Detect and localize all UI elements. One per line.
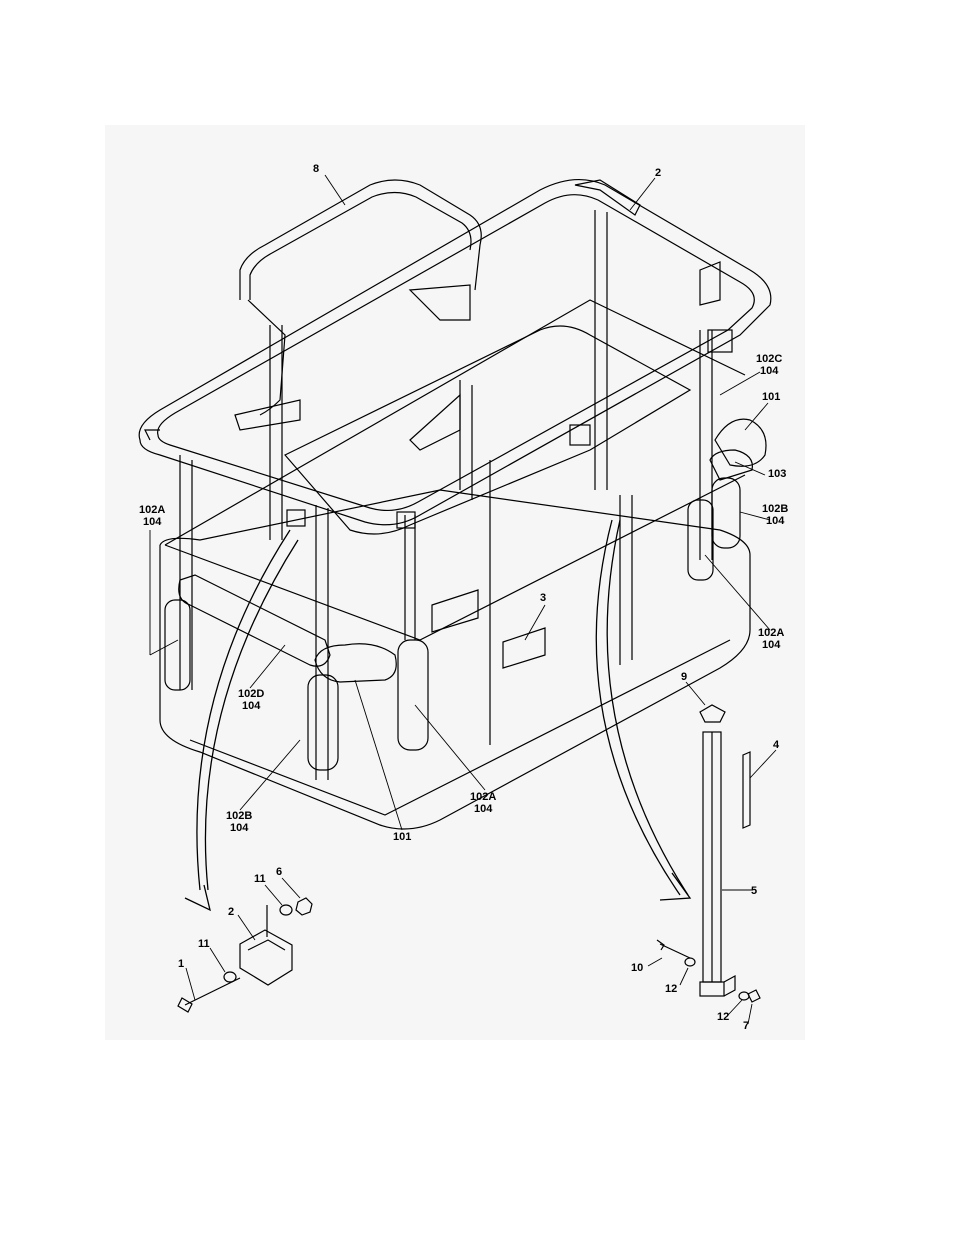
- callout-101-bottom: 101: [393, 831, 411, 843]
- callout-103: 103: [768, 468, 786, 480]
- callout-1: 1: [178, 958, 184, 970]
- callout-11-bottom: 11: [198, 938, 210, 950]
- callout-7: 7: [743, 1020, 749, 1032]
- callout-6: 6: [276, 866, 282, 878]
- callout-101-right: 101: [762, 391, 780, 403]
- callout-9: 9: [681, 671, 687, 683]
- callout-4: 4: [773, 739, 779, 751]
- callout-11-top: 11: [254, 873, 266, 885]
- callout-12-right: 12: [717, 1011, 729, 1023]
- callout-12-left: 12: [665, 983, 677, 995]
- callout-10: 10: [631, 962, 643, 974]
- callout-2-top: 2: [655, 167, 661, 179]
- callout-5: 5: [751, 885, 757, 897]
- callout-2-bottom: 2: [228, 906, 234, 918]
- callout-8: 8: [313, 163, 319, 175]
- callout-3: 3: [540, 592, 546, 604]
